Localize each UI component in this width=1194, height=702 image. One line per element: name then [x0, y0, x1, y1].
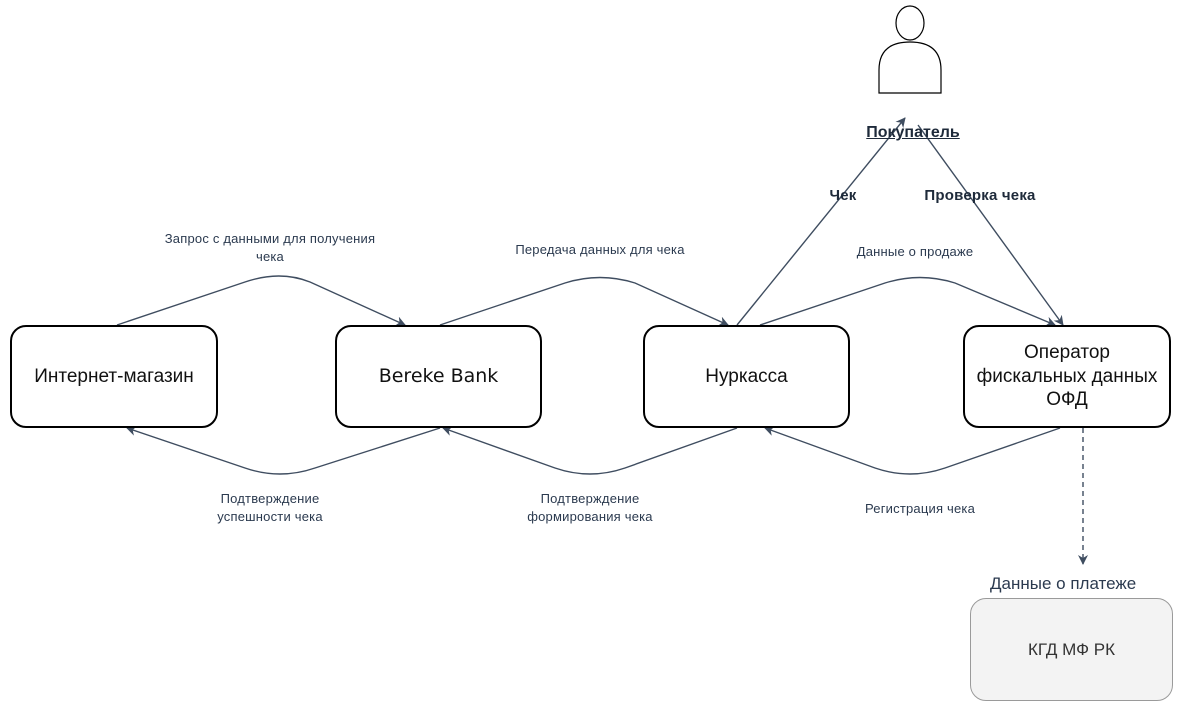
- confirm-success-label: Подтверждение успешности чека: [185, 490, 355, 526]
- ofd-label-line3: ОФД: [1046, 389, 1088, 411]
- nurkassa-label: Нуркасса: [705, 365, 788, 387]
- confirm-form-label: Подтверждение формирования чека: [495, 490, 685, 526]
- arrow-request: [116, 275, 406, 326]
- request-label: Запрос с данными для получения чека: [120, 230, 420, 266]
- arrow-confirm-success: [126, 426, 441, 475]
- confirm-form-line2: формирования чека: [527, 509, 653, 524]
- person-icon: [878, 5, 942, 94]
- registration-label: Регистрация чека: [864, 501, 975, 516]
- ofd-label-line1: Оператор: [1024, 341, 1110, 363]
- ofd-label-line2: фискальных данных: [976, 365, 1158, 387]
- kgd-node: КГД МФ РК: [970, 598, 1173, 701]
- kgd-label: КГД МФ РК: [1027, 639, 1116, 659]
- sale-data-label: Данные о продаже: [856, 244, 974, 259]
- request-label-line1: Запрос с данными для получения: [164, 231, 376, 246]
- confirm-success-line2: успешности чека: [217, 509, 323, 524]
- internet-shop-node: Интернет-магазин: [10, 325, 218, 428]
- arrow-registration: [764, 426, 1061, 475]
- check-receipt-label: Проверка чека: [924, 187, 1036, 204]
- bank-label: Bereke Bank: [378, 364, 499, 387]
- arrow-confirm-form: [442, 426, 738, 475]
- ofd-node: Оператор фискальных данных ОФД: [963, 325, 1171, 428]
- nurkassa-node: Нуркасса: [643, 325, 850, 428]
- bank-node: Bereke Bank: [335, 325, 542, 428]
- receipt-label: Чек: [829, 187, 857, 204]
- transfer-label: Передача данных для чека: [515, 242, 685, 257]
- arrow-sale-data: [759, 276, 1056, 327]
- ofd-label: Оператор фискальных данных ОФД: [977, 341, 1158, 412]
- confirm-success-line1: Подтверждение: [220, 491, 320, 506]
- internet-shop-label: Интернет-магазин: [34, 365, 194, 387]
- request-label-line2: чека: [255, 249, 284, 264]
- buyer-label: Покупатель: [866, 124, 960, 141]
- arrow-receipt: [736, 117, 906, 326]
- arrow-transfer: [439, 276, 729, 326]
- arrow-check-receipt: [917, 124, 1064, 326]
- confirm-form-line1: Подтверждение: [540, 491, 640, 506]
- payment-data-label: Данные о платеже: [990, 574, 1137, 593]
